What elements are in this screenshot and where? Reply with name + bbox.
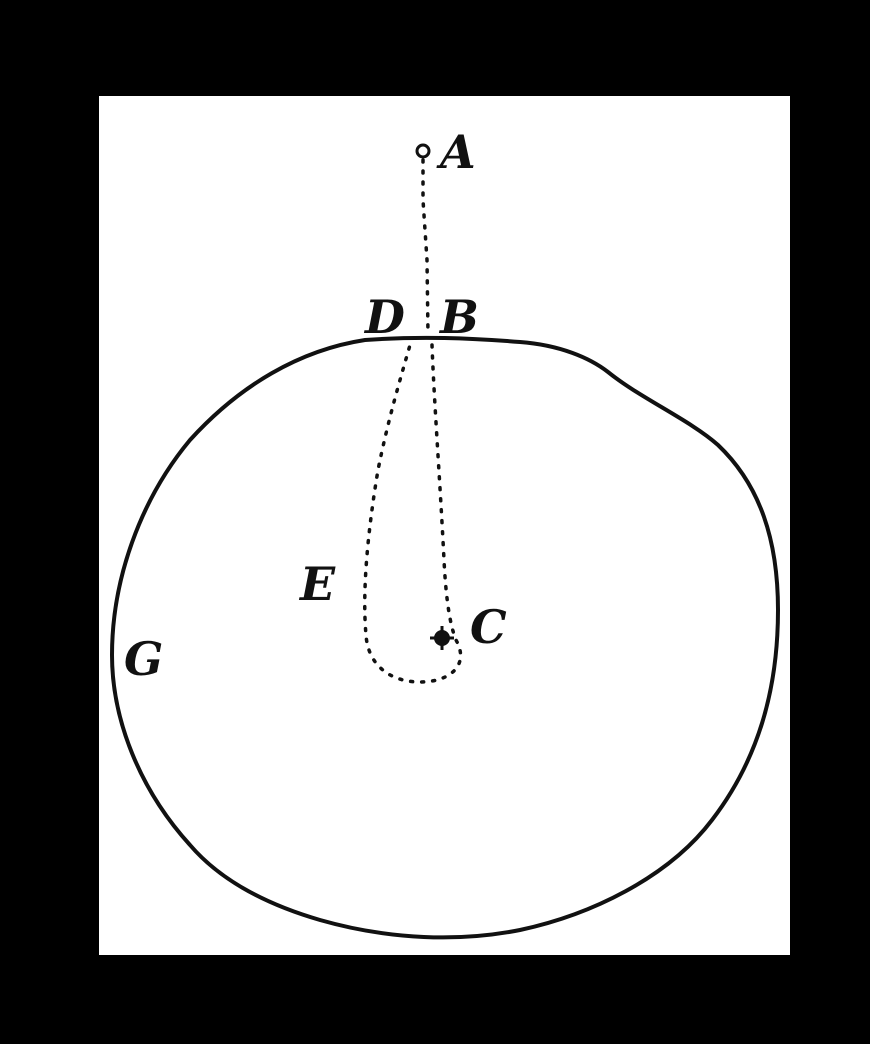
point-a-marker: [415, 143, 431, 159]
label-c: C: [470, 600, 507, 654]
dotted-orbit-path: [363, 343, 463, 684]
label-e: E: [298, 557, 336, 611]
dotted-path-a-to-b: [421, 158, 430, 337]
label-a: A: [436, 125, 476, 179]
paper-sheet: [99, 96, 790, 955]
label-g: G: [124, 632, 163, 686]
circle-outline: [110, 335, 780, 940]
label-d: D: [363, 290, 405, 344]
label-b: B: [438, 290, 479, 344]
point-c-marker: [430, 626, 454, 650]
